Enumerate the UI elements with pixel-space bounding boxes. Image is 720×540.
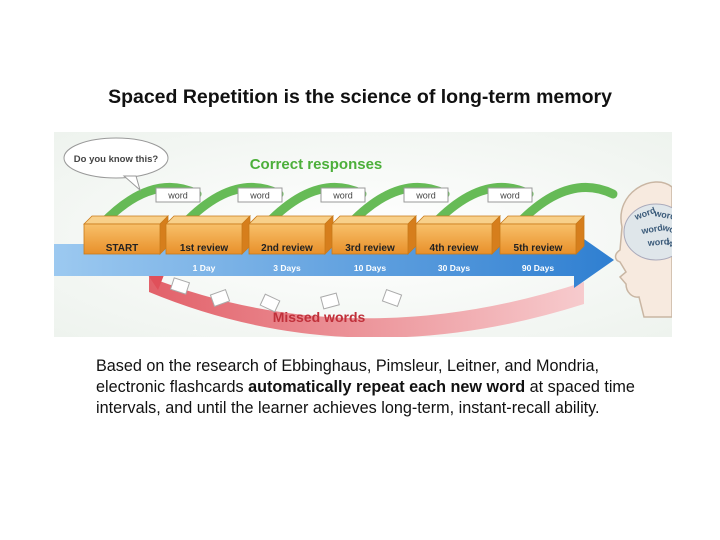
missed-words-label: Missed words (273, 309, 366, 325)
interval-label: 3 Days (273, 263, 301, 273)
stage-label: 1st review (180, 243, 229, 254)
stage-box: 2nd review (248, 215, 334, 255)
interval-label: 30 Days (438, 263, 470, 273)
word-card: word (320, 187, 366, 203)
word-card: word (403, 187, 449, 203)
word-cards: word word word word word (155, 187, 533, 203)
stage-label: 3rd review (345, 243, 395, 254)
stage-label: 4th review (430, 243, 479, 254)
stage-box: 3rd review (331, 215, 417, 255)
head-word: word (640, 222, 664, 236)
interval-labels: 1 Day 3 Days 10 Days 30 Days 90 Days (193, 263, 555, 273)
stage-box: 4th review (415, 215, 501, 255)
stage-label: START (106, 243, 139, 254)
stage-label: 2nd review (261, 243, 313, 254)
question-bubble: Do you know this? (63, 137, 169, 192)
body-text-part2: at spaced time intervals, and until the … (96, 378, 635, 417)
word-card-label: word (167, 191, 188, 201)
correct-responses-label: Correct responses (250, 156, 383, 173)
question-text: Do you know this? (74, 154, 159, 165)
stage-label: 5th review (514, 243, 563, 254)
interval-label: 1 Day (193, 263, 216, 273)
slide-title: Spaced Repetition is the science of long… (108, 86, 612, 108)
stage-boxes: START 1st review 2nd review 3rd review 4th r… (83, 215, 585, 255)
word-card-label: word (249, 191, 270, 201)
head-word: word (661, 222, 672, 237)
interval-label: 10 Days (354, 263, 386, 273)
stage-box: 1st review (165, 215, 251, 255)
stage-box: 5th review (499, 215, 585, 255)
correct-arc (513, 183, 618, 229)
head-word: word (664, 237, 672, 257)
falling-cards (169, 277, 403, 313)
word-card-label: word (332, 191, 353, 201)
missed-arc (149, 277, 584, 337)
word-card-label: word (499, 191, 520, 201)
word-card: word (487, 187, 533, 203)
interval-label: 90 Days (522, 263, 554, 273)
brain-area (623, 203, 672, 261)
body-text-bold: automatically repeat each new word (248, 378, 526, 396)
word-card: word (155, 187, 201, 203)
body-text-part1: Based on the research of Ebbinghaus, Pim… (96, 357, 600, 396)
body-paragraph: Based on the research of Ebbinghaus, Pim… (96, 356, 636, 419)
stage-box: START (83, 215, 169, 255)
word-card-label: word (415, 191, 436, 201)
word-card: word (237, 187, 283, 203)
head-word: word (653, 208, 672, 222)
head-word: word (646, 236, 669, 248)
